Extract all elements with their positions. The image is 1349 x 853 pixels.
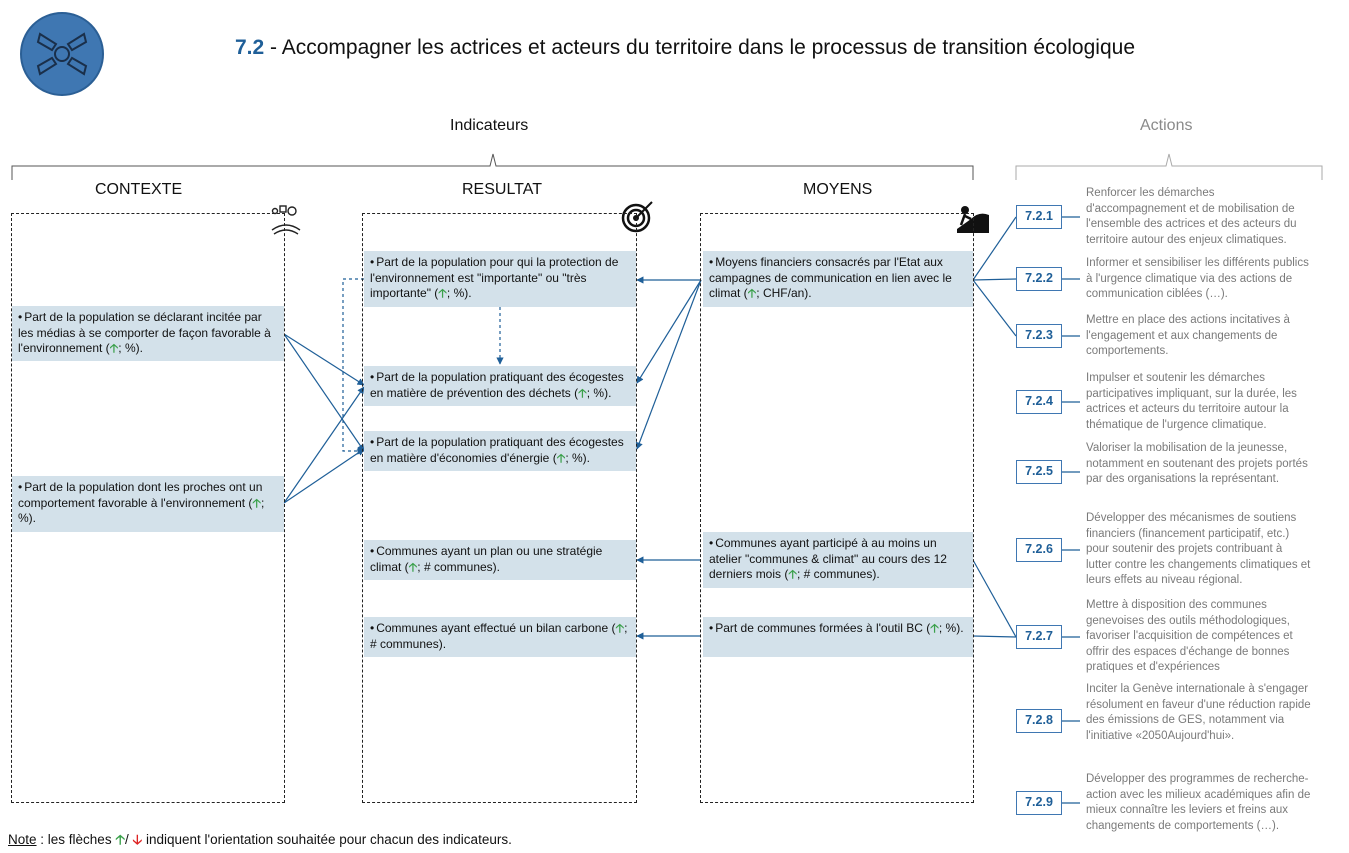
- action-code-7-2-6: 7.2.6: [1016, 538, 1062, 562]
- link-moy1-a721: [972, 216, 1017, 281]
- hands-icon: [36, 32, 88, 76]
- link-ctx1-res3: [283, 333, 365, 452]
- contexte-indicator-1: •Part de la population se déclarant inci…: [12, 306, 284, 361]
- link-moy1-a722: [972, 278, 1017, 281]
- arrow-up-icon: 🡡: [747, 286, 757, 300]
- link-moy1-res2: [636, 279, 702, 384]
- indicateurs-brace: [11, 153, 974, 180]
- action-text-7-2-2: Informer et sensibiliser les différents …: [1086, 257, 1309, 300]
- moyens-indicator-2: •Communes ayant participé à au moins un …: [703, 532, 973, 588]
- arrow-up-icon: 🡡: [615, 621, 625, 635]
- arrow-up-icon: 🡡: [556, 450, 566, 465]
- resultat-panel: [362, 213, 637, 803]
- action-code-7-2-4: 7.2.4: [1016, 390, 1062, 414]
- arrow-down-icon: 🡣: [132, 832, 143, 847]
- action-text-7-2-3: Mettre en place des actions incitatives …: [1086, 314, 1290, 357]
- link-ctx2-res3: [283, 448, 365, 504]
- arrow-up-icon: 🡡: [115, 832, 126, 847]
- arrow-up-icon: 🡡: [109, 341, 119, 355]
- link-ctx2-res2: [283, 386, 365, 504]
- arrow-up-icon: 🡡: [578, 385, 587, 400]
- moyens-indicator-3: •Part de communes formées à l'outil BC (…: [703, 617, 973, 657]
- footnote: Note : les flèches 🡡/ 🡣 indiquent l'orie…: [8, 832, 512, 847]
- action-text-7-2-5: Valoriser la mobilisation de la jeunesse…: [1086, 442, 1308, 485]
- resultat-indicator-2: •Part de la population pratiquant des éc…: [364, 366, 636, 406]
- action-text-7-2-9: Développer des programmes de recherche-a…: [1086, 773, 1311, 832]
- indicateurs-header: Indicateurs: [450, 117, 529, 134]
- action-text-7-2-4: Impulser et soutenir les démarches parti…: [1086, 372, 1297, 431]
- resultat-indicator-5: •Communes ayant effectué un bilan carbon…: [364, 617, 636, 657]
- moyens-panel: [700, 213, 974, 803]
- contexte-indicator-2: •Part de la population dont les proches …: [12, 476, 284, 532]
- footnote-label: Note: [8, 832, 37, 847]
- action-code-7-2-5: 7.2.5: [1016, 460, 1062, 484]
- actions-brace: [1015, 153, 1323, 180]
- column-header-moyens: MOYENS: [803, 181, 873, 198]
- link-moy1-res3: [635, 279, 702, 450]
- action-code-7-2-3: 7.2.3: [1016, 324, 1062, 348]
- column-header-contexte: CONTEXTE: [95, 181, 183, 198]
- action-text-7-2-7: Mettre à disposition des communes genevo…: [1086, 599, 1293, 673]
- action-code-7-2-7: 7.2.7: [1016, 625, 1062, 649]
- arrow-up-icon: 🡡: [408, 559, 418, 574]
- resultat-indicator-3: •Part de la population pratiquant des éc…: [364, 431, 636, 471]
- arrow-up-icon: 🡡: [252, 495, 262, 510]
- link-moy3-a727: [972, 635, 1017, 638]
- action-text-7-2-8: Inciter la Genève internationale à s'eng…: [1086, 683, 1311, 742]
- resultat-indicator-1: •Part de la population pour qui la prote…: [364, 251, 636, 307]
- page-title: 7.2 - Accompagner les actrices et acteur…: [235, 36, 1135, 59]
- contexte-panel: [11, 213, 285, 803]
- arrow-up-icon: 🡡: [438, 286, 447, 300]
- action-text-7-2-6: Développer des mécanismes de soutiens fi…: [1086, 512, 1311, 586]
- moyens-indicator-1: •Moyens financiers consacrés par l'Etat …: [703, 251, 973, 307]
- section-logo: [20, 12, 104, 96]
- action-code-7-2-9: 7.2.9: [1016, 791, 1062, 815]
- section-number: 7.2: [235, 36, 265, 59]
- action-text-7-2-1: Renforcer les démarches d'accompagnement…: [1086, 187, 1297, 246]
- section-title-text: Accompagner les actrices et acteurs du t…: [281, 36, 1135, 59]
- arrow-up-icon: 🡡: [930, 621, 939, 635]
- column-header-resultat: RESULTAT: [462, 181, 543, 198]
- action-code-7-2-1: 7.2.1: [1016, 205, 1062, 229]
- arrow-up-icon: 🡡: [788, 567, 797, 581]
- resultat-indicator-4: •Communes ayant un plan ou une stratégie…: [364, 540, 636, 580]
- link-moy2-a727: [972, 559, 1017, 638]
- action-code-7-2-8: 7.2.8: [1016, 709, 1062, 733]
- action-code-7-2-2: 7.2.2: [1016, 267, 1062, 291]
- link-moy1-a723: [972, 279, 1017, 337]
- link-ctx1-res2: [283, 333, 365, 386]
- actions-header: Actions: [1140, 117, 1193, 134]
